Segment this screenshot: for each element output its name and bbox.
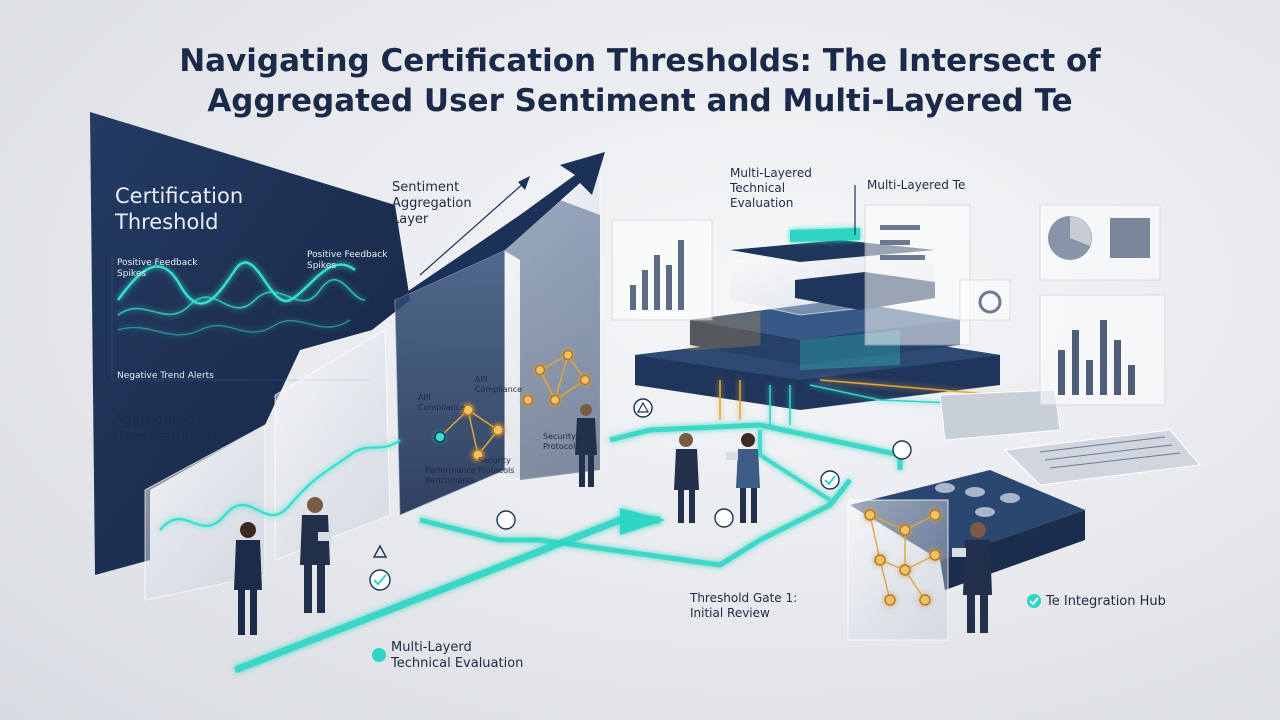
bottom-eval-icon bbox=[372, 648, 386, 662]
person-man-center-2 bbox=[674, 433, 699, 523]
node-network-left-nodes bbox=[434, 404, 504, 461]
certification-threshold-heading: Certification Threshold bbox=[115, 184, 244, 234]
tech-evaluation-label: Multi-Layered Technical Evaluation bbox=[730, 166, 812, 210]
dashboard-panel-left bbox=[611, 219, 713, 321]
thin-trend-arrowhead bbox=[518, 176, 530, 190]
dashboard-panel-pie bbox=[1039, 204, 1161, 281]
rising-arrow bbox=[395, 152, 605, 300]
main-title-line-2: Aggregated User Sentiment and Multi-Laye… bbox=[207, 83, 1073, 119]
warning-icon-path bbox=[636, 401, 650, 413]
person-man-right bbox=[952, 522, 992, 633]
thin-trend-arrow bbox=[419, 181, 526, 276]
integration-hub-label: Te Integration Hub bbox=[1046, 594, 1166, 609]
sentiment-wave-lines bbox=[117, 261, 366, 336]
sentiment-layer-label: Sentiment Aggregation Layer bbox=[392, 180, 472, 227]
warning-icon-left bbox=[372, 544, 388, 558]
glass-slab-5 bbox=[495, 200, 600, 480]
security-label: Security Protocols bbox=[478, 456, 515, 475]
person-man-tablet-left bbox=[300, 497, 332, 613]
hub-check-mark bbox=[1029, 597, 1039, 606]
hub-platform-nodes bbox=[935, 483, 1020, 517]
bottom-evaluation-label: Multi-Layerd Technical Evaluation bbox=[391, 640, 524, 671]
node-network-mid-nodes bbox=[522, 349, 591, 406]
aggregated-sentiment-label: Aggregated User Sentiment bbox=[113, 412, 222, 445]
floor-path-arrowhead bbox=[620, 508, 665, 535]
person-man-center-1 bbox=[575, 404, 597, 487]
hub-nodes bbox=[864, 509, 941, 606]
dashboard-panel-small bbox=[959, 279, 1011, 321]
tech-callout-label: Multi-Layered Te bbox=[867, 178, 966, 192]
api-compliance-label-2: API Compliance bbox=[475, 375, 523, 394]
data-tray-lines bbox=[1039, 436, 1181, 469]
certification-threshold-panel bbox=[90, 112, 410, 575]
positive-spikes-right-label: Positive Feedback Spikes bbox=[307, 250, 388, 271]
hub-glass-panel bbox=[847, 499, 949, 641]
person-man-center-3 bbox=[726, 433, 760, 523]
api-compliance-label: API Compliance bbox=[418, 393, 466, 412]
glass-slab-1 bbox=[144, 424, 266, 601]
dashboard-panel-mid bbox=[864, 204, 971, 346]
security-label-2: Security Protocols bbox=[543, 432, 580, 451]
main-title-line-1: Navigating Certification Thresholds: The… bbox=[179, 43, 1101, 79]
dashboard-panel-bars bbox=[1039, 294, 1166, 406]
performance-label: Performance Benchmarks bbox=[425, 466, 476, 485]
sentiment-flow-wave bbox=[159, 439, 401, 531]
data-tray bbox=[1003, 429, 1201, 486]
threshold-gate-label: Threshold Gate 1: Initial Review bbox=[690, 591, 798, 620]
check-icon-path bbox=[824, 475, 836, 486]
negative-trend-label: Negative Trend Alerts bbox=[117, 371, 214, 381]
glass-slab-2 bbox=[274, 329, 391, 561]
person-woman-left bbox=[234, 522, 262, 635]
stack-side-block bbox=[939, 389, 1061, 441]
positive-spikes-left-label: Positive Feedback Spikes bbox=[117, 258, 198, 279]
hub-check-icon bbox=[1027, 594, 1041, 608]
check-icon-left bbox=[373, 574, 387, 586]
